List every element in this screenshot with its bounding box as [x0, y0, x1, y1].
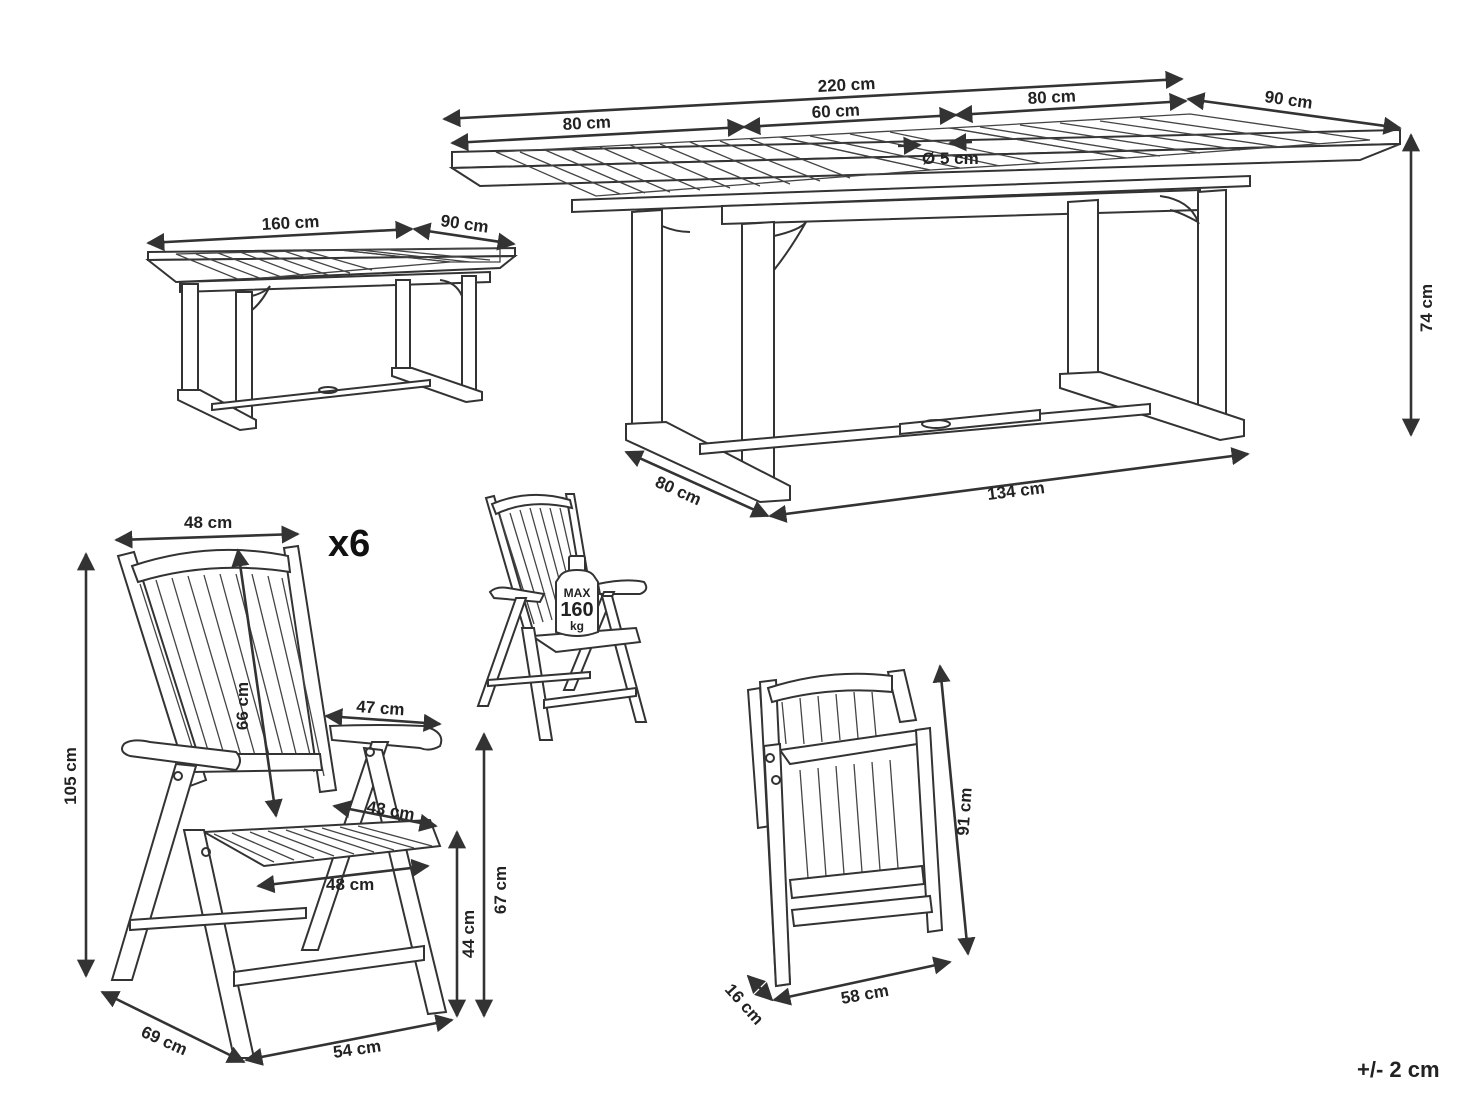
chair-seat-height-label: 44 cm — [459, 910, 478, 958]
chair-quantity-label: x6 — [328, 523, 370, 565]
chair-seat-width-label: 48 cm — [326, 875, 374, 894]
chair-arm-depth-label: 47 cm — [356, 697, 405, 719]
small-table-drawing — [145, 246, 518, 432]
chair-back-height-label: 66 cm — [233, 682, 252, 730]
chair-depth-label: 69 cm — [138, 1022, 190, 1059]
chair-total-height-label: 105 cm — [61, 747, 80, 805]
weight-icon: MAX 160 kg — [555, 555, 599, 637]
chair-top-width-label: 48 cm — [184, 513, 232, 532]
big-table-height-label: 74 cm — [1417, 284, 1436, 332]
folded-chair-drawing — [746, 668, 944, 988]
big-table-frame-depth-label: 80 cm — [652, 472, 704, 509]
big-table-length-label: 220 cm — [817, 74, 876, 96]
dimension-lines — [76, 70, 1421, 1066]
chair-seat-depth-label: 43 cm — [365, 797, 416, 824]
big-table-left-segment-label: 80 cm — [562, 112, 611, 133]
small-chair-drawing: MAX 160 kg — [476, 493, 648, 741]
folded-height-label: 91 cm — [953, 787, 975, 836]
chair-arm-height-label: 67 cm — [491, 866, 510, 914]
big-table-middle-segment-label: 60 cm — [811, 100, 860, 121]
load-badge-max: MAX — [564, 586, 591, 600]
load-badge-unit: kg — [570, 619, 584, 633]
extended-table-drawing — [448, 113, 1401, 504]
small-table-length-label: 160 cm — [261, 212, 320, 234]
big-table-right-segment-label: 80 cm — [1027, 86, 1076, 107]
parasol-hole-label: Ø 5 cm — [922, 149, 979, 168]
big-table-frame-length-label: 134 cm — [986, 478, 1046, 504]
big-table-width-label: 90 cm — [1263, 87, 1313, 113]
chair-width-label: 54 cm — [332, 1036, 382, 1062]
tolerance-label: +/- 2 cm — [1357, 1057, 1440, 1082]
load-badge-value: 160 — [560, 599, 593, 621]
